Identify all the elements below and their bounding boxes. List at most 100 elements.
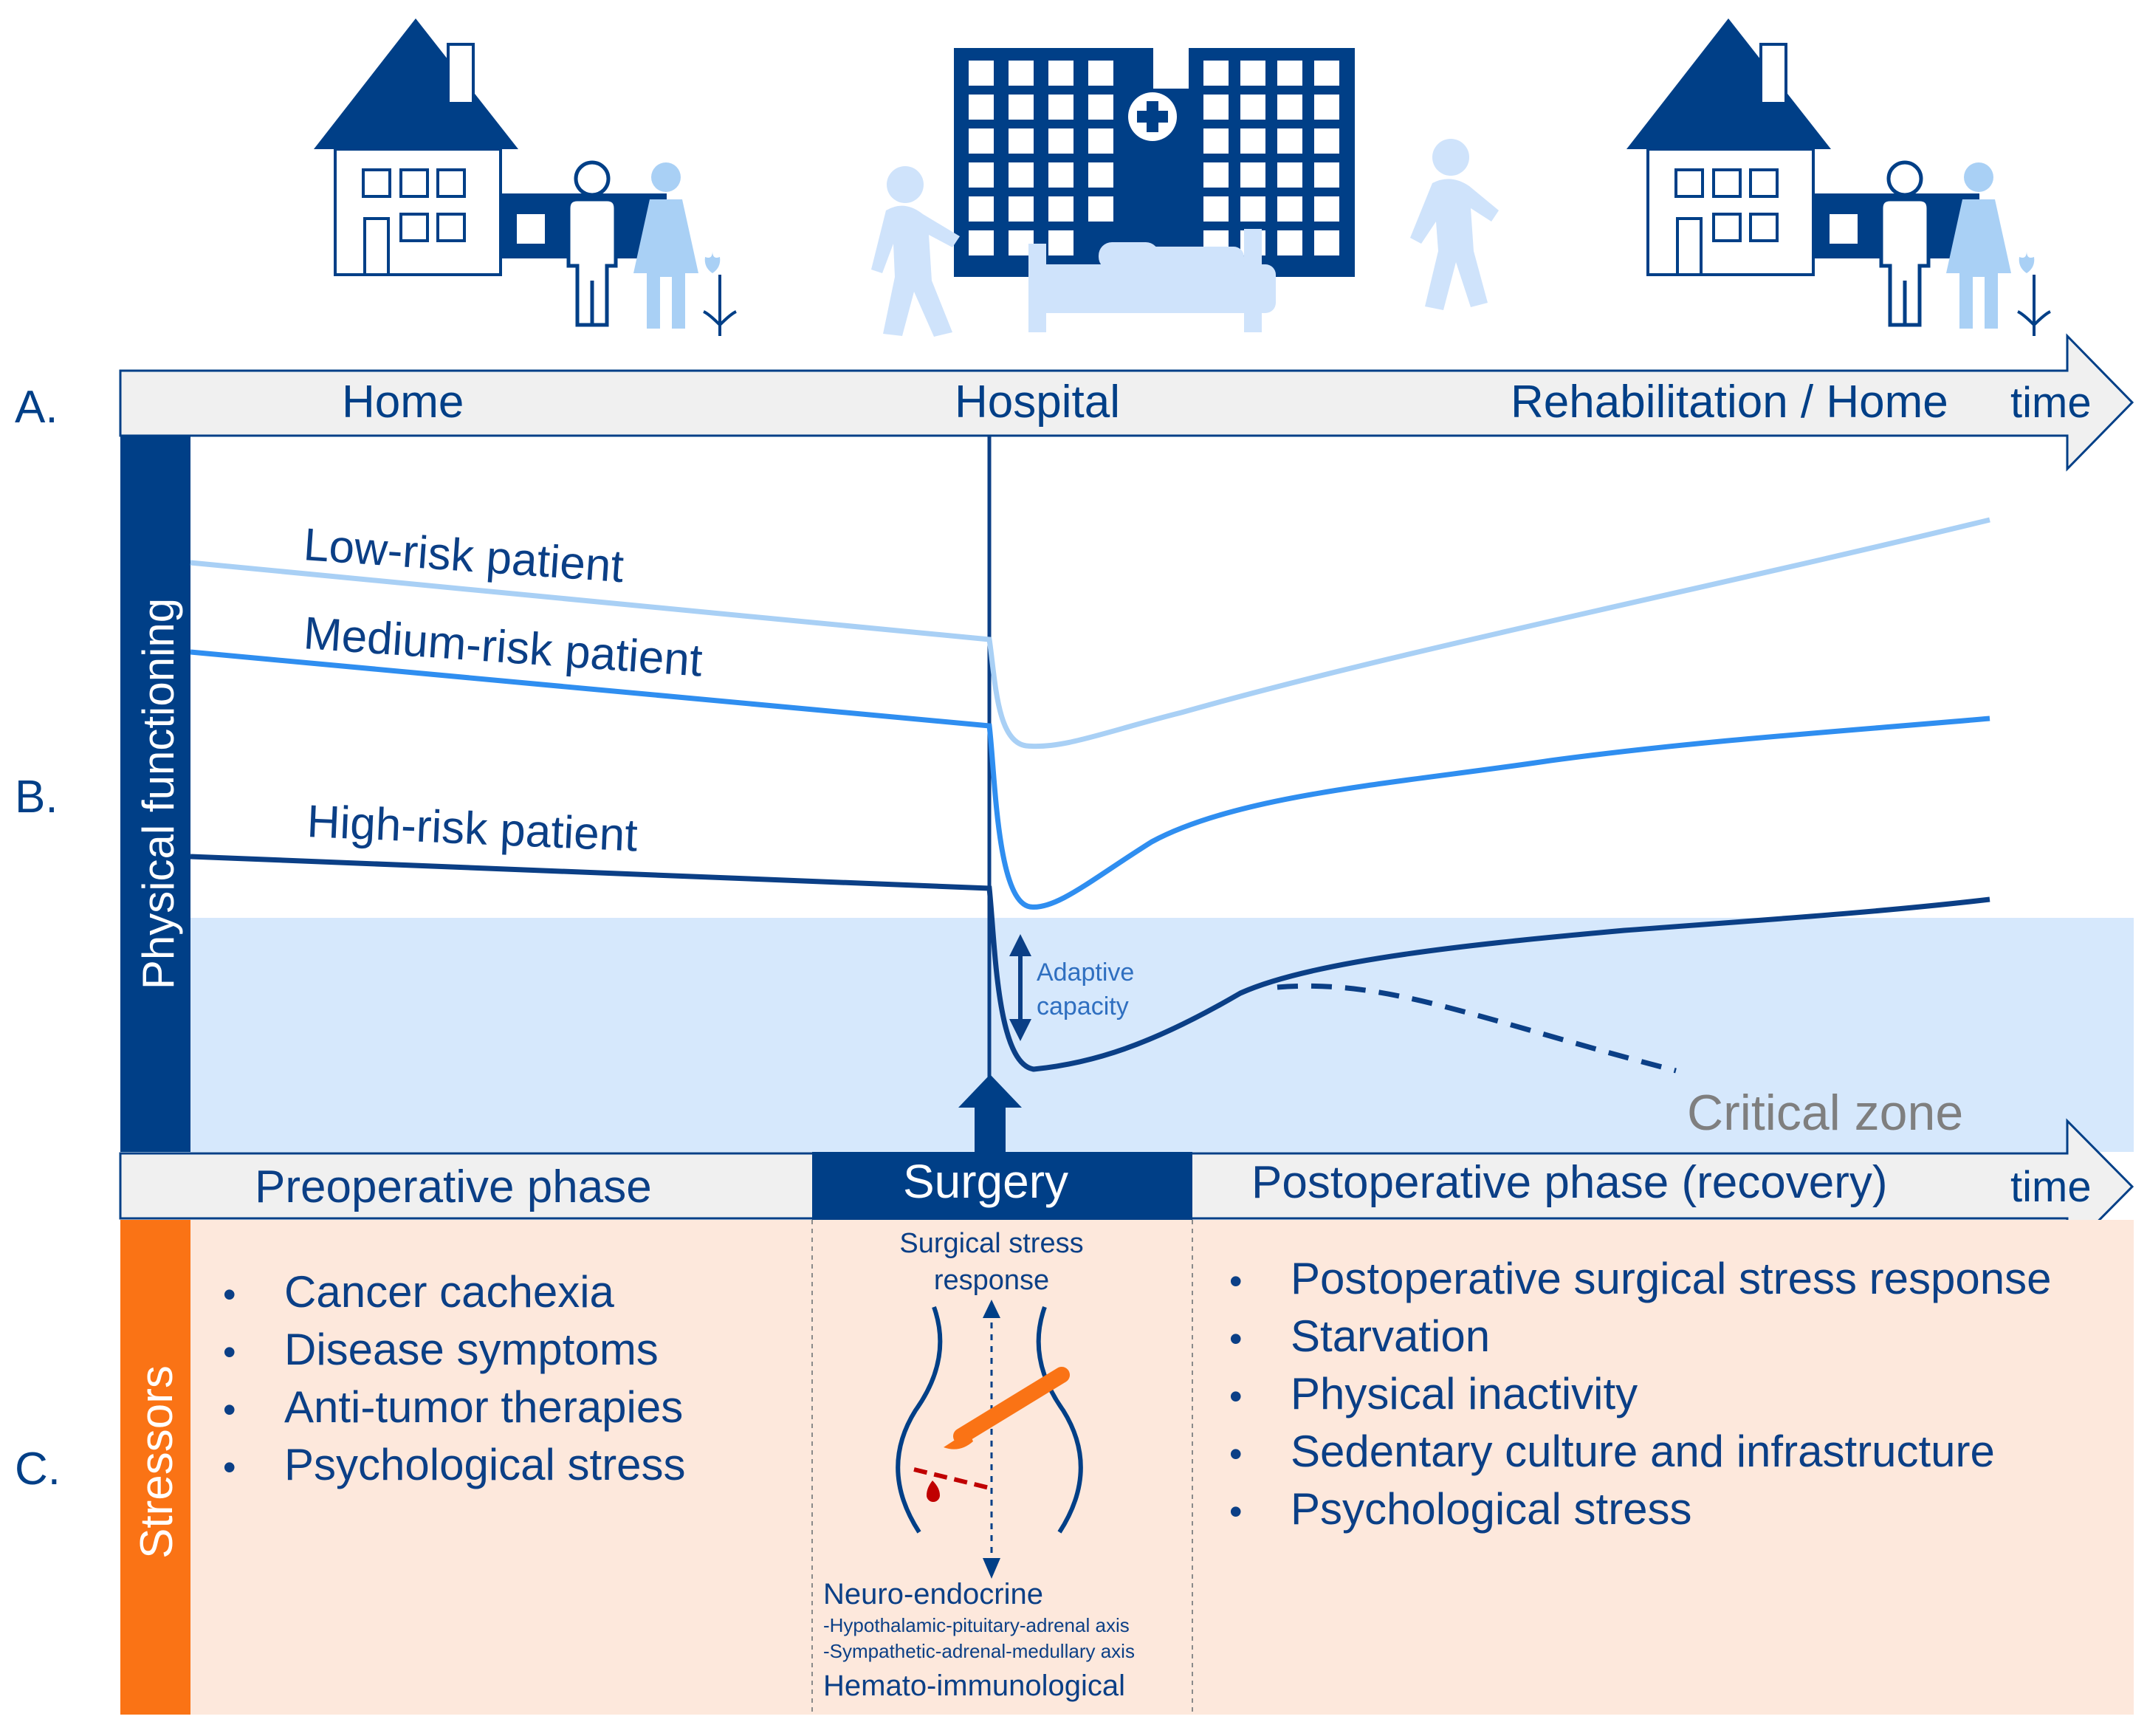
post-bullet-3: • xyxy=(1229,1376,1243,1417)
house-left-icon xyxy=(314,18,667,276)
hospital-window xyxy=(1240,162,1265,188)
hospital-window xyxy=(1314,230,1339,255)
hospital-window xyxy=(1277,95,1302,120)
top-timeline-arrow xyxy=(119,333,2134,472)
surgery-up-arrow xyxy=(958,1074,1022,1153)
pre-bullet-1: • xyxy=(223,1274,236,1315)
y-axis-bar xyxy=(120,436,190,1152)
hospital-window xyxy=(1048,61,1074,86)
hospital-window xyxy=(1314,128,1339,154)
post-stressor-2: Starvation xyxy=(1291,1311,1490,1361)
top-home-label: Home xyxy=(342,377,464,428)
post-stressor-1: Postoperative surgical stress response xyxy=(1291,1254,2052,1303)
abdomen-icon xyxy=(896,1300,1083,1579)
adaptive-capacity-arrow xyxy=(1009,934,1031,1041)
hospital-window xyxy=(1277,128,1302,154)
hospital-window xyxy=(969,196,994,222)
pre-bullet-2: • xyxy=(223,1331,236,1373)
hospital-window xyxy=(1088,196,1113,222)
post-bullet-5: • xyxy=(1229,1491,1243,1532)
hospital-window xyxy=(969,230,994,255)
critical-zone-label: Critical zone xyxy=(1687,1085,1963,1141)
hospital-window xyxy=(1314,162,1339,188)
postoperative-stressors-list: • Postoperative surgical stress response… xyxy=(1229,1254,2052,1534)
hospital-window xyxy=(1203,128,1229,154)
high-risk-curve xyxy=(190,854,1990,1072)
high-risk-label: High-risk patient xyxy=(306,796,639,861)
hospital-window xyxy=(1009,95,1034,120)
low-risk-label: Low-risk patient xyxy=(302,519,625,592)
post-stressor-4: Sedentary culture and infrastructure xyxy=(1291,1427,1995,1476)
pre-stressor-3: Anti-tumor therapies xyxy=(284,1382,683,1432)
hospital-window xyxy=(969,162,994,188)
walking-person-right-icon xyxy=(1410,139,1499,310)
neuro-endocrine-label: Neuro-endocrine xyxy=(823,1578,1043,1610)
hospital-window xyxy=(969,128,994,154)
surgery-label: Surgery xyxy=(903,1155,1068,1208)
hospital-window xyxy=(1048,196,1074,222)
sam-axis-label: -Sympathetic-adrenal-medullary axis xyxy=(823,1640,1135,1662)
post-bullet-2: • xyxy=(1229,1318,1243,1359)
hospital-window xyxy=(1277,196,1302,222)
hospital-icon xyxy=(954,48,1355,277)
hospital-window xyxy=(1314,196,1339,222)
hospital-window xyxy=(1314,95,1339,120)
low-risk-curve xyxy=(190,517,1990,749)
hpa-axis-label: -Hypothalamic-pituitary-adrenal axis xyxy=(823,1614,1130,1636)
hospital-window xyxy=(1009,162,1034,188)
adaptive-capacity-line2: capacity xyxy=(1037,992,1129,1020)
hospital-window xyxy=(1088,128,1113,154)
family-right-icon xyxy=(1879,160,2011,329)
hospital-window xyxy=(1203,61,1229,86)
medium-risk-curve xyxy=(190,649,1990,910)
flower-right-icon xyxy=(2017,251,2051,336)
hospital-window xyxy=(1088,162,1113,188)
stressors-bg xyxy=(190,1220,2134,1715)
hospital-window xyxy=(1240,128,1265,154)
postoperative-label: Postoperative phase (recovery) xyxy=(1251,1157,1888,1208)
hospital-window xyxy=(1203,95,1229,120)
hospital-window xyxy=(1277,230,1302,255)
pre-stressor-2: Disease symptoms xyxy=(284,1325,659,1374)
family-left-icon xyxy=(566,160,698,329)
hospital-bed-icon xyxy=(1028,229,1276,332)
preoperative-stressors-list: • Cancer cachexia • Disease symptoms • A… xyxy=(223,1267,686,1489)
label-a: A. xyxy=(15,382,58,433)
flower-left-icon xyxy=(703,251,737,336)
house-right-icon xyxy=(1626,18,1979,276)
hospital-window xyxy=(969,61,994,86)
bottom-time-label: time xyxy=(2010,1163,2092,1211)
hospital-window xyxy=(1277,162,1302,188)
hospital-window xyxy=(1009,196,1034,222)
top-rehab-home-label: Rehabilitation / Home xyxy=(1511,377,1948,428)
top-time-label: time xyxy=(2010,379,2092,427)
surgical-stress-line2: response xyxy=(934,1265,1049,1296)
hospital-window xyxy=(1277,61,1302,86)
hospital-window xyxy=(1240,95,1265,120)
pre-bullet-4: • xyxy=(223,1447,236,1488)
hospital-window xyxy=(969,95,994,120)
blood-drop-icon xyxy=(927,1481,940,1502)
scalpel-icon xyxy=(944,1367,1070,1449)
hospital-window xyxy=(1009,128,1034,154)
label-c: C. xyxy=(15,1444,61,1495)
post-bullet-1: • xyxy=(1229,1260,1243,1302)
adaptive-capacity-line1: Adaptive xyxy=(1037,958,1134,987)
label-b: B. xyxy=(15,772,58,823)
hospital-window xyxy=(1048,95,1074,120)
pre-stressor-4: Psychological stress xyxy=(284,1440,686,1489)
post-stressor-3: Physical inactivity xyxy=(1291,1369,1638,1418)
hospital-window xyxy=(1203,196,1229,222)
hospital-window xyxy=(1314,61,1339,86)
pre-stressor-1: Cancer cachexia xyxy=(284,1267,615,1317)
stressors-label: Stressors xyxy=(131,1365,182,1559)
hospital-window xyxy=(1009,61,1034,86)
hospital-window xyxy=(1048,128,1074,154)
post-stressor-5: Psychological stress xyxy=(1291,1484,1692,1534)
medium-risk-label: Medium-risk patient xyxy=(302,608,704,687)
hospital-window xyxy=(1048,162,1074,188)
hospital-window xyxy=(1203,162,1229,188)
surgery-box xyxy=(812,1152,1192,1220)
